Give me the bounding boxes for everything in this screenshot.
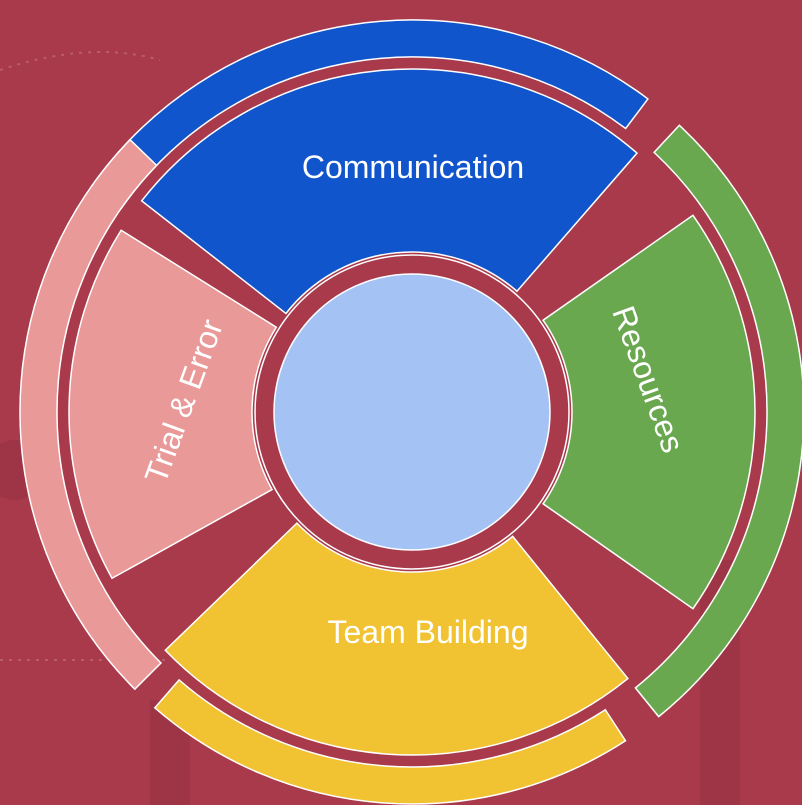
center-hub-ring bbox=[254, 254, 570, 570]
outer-arc-communication bbox=[89, 19, 649, 210]
outer-arc-trial-error bbox=[19, 138, 163, 691]
outer-arc-resources bbox=[634, 124, 802, 718]
outer-arc-team-building bbox=[153, 678, 627, 805]
segment-resources bbox=[542, 214, 756, 610]
label-team-building: Team Building bbox=[328, 614, 529, 650]
label-communication: Communication bbox=[302, 149, 524, 185]
segment-communication bbox=[140, 68, 639, 315]
segment-team-building bbox=[164, 522, 629, 756]
background-illustration bbox=[0, 51, 170, 661]
segment-trial-error bbox=[68, 229, 278, 580]
center-hub bbox=[273, 273, 551, 551]
